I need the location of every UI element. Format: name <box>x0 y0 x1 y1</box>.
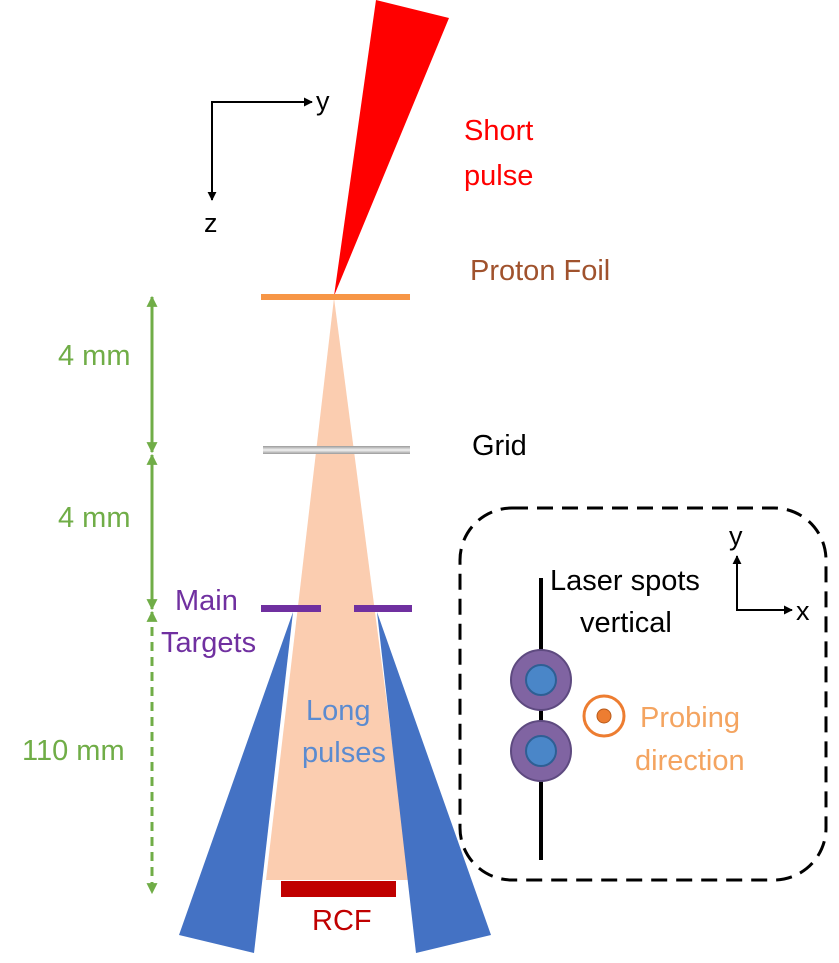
distance-markers: 4 mm 4 mm 110 mm <box>22 295 158 895</box>
proton-beam-cone <box>266 298 410 880</box>
long-pulse-left <box>179 612 293 953</box>
probing-label-line1: Probing <box>640 702 740 734</box>
short-pulse-label-line2: pulse <box>464 160 533 192</box>
grid <box>263 446 410 454</box>
distance-label-1: 4 mm <box>58 340 131 372</box>
laser-spots-label-line2: vertical <box>580 607 672 639</box>
laser-spots-label-line1: Laser spots <box>550 565 700 597</box>
z-axis-label: z <box>204 208 218 238</box>
proton-foil-label: Proton Foil <box>470 255 610 287</box>
main-targets-label-line2: Targets <box>161 627 256 659</box>
short-pulse-label-line1: Short <box>464 115 533 147</box>
rcf-detector <box>281 881 396 897</box>
laser-spot-lower-inner <box>525 735 557 767</box>
laser-spot-upper-inner <box>525 664 557 696</box>
inset-x-axis-label: x <box>796 596 810 626</box>
long-pulse-right <box>377 612 491 953</box>
main-target-right <box>354 605 412 612</box>
main-target-left <box>261 605 321 612</box>
probing-label-line2: direction <box>635 745 745 777</box>
long-pulses-label-line2: pulses <box>302 737 386 769</box>
main-targets-label-line1: Main <box>175 585 238 617</box>
y-axis-label: y <box>316 86 330 116</box>
rcf-label: RCF <box>312 905 372 937</box>
proton-foil <box>261 294 410 300</box>
inset-panel: Laser spots vertical Probing direction y… <box>458 506 828 882</box>
probing-direction-dot <box>596 708 612 724</box>
long-pulses-label-line1: Long <box>306 695 371 727</box>
grid-label: Grid <box>472 430 527 462</box>
short-pulse-beam <box>334 0 449 296</box>
inset-y-axis-label: y <box>729 521 743 551</box>
inset-border <box>458 506 828 882</box>
distance-label-3: 110 mm <box>22 735 125 767</box>
main-axes: y z <box>204 86 330 238</box>
distance-label-2: 4 mm <box>58 502 131 534</box>
